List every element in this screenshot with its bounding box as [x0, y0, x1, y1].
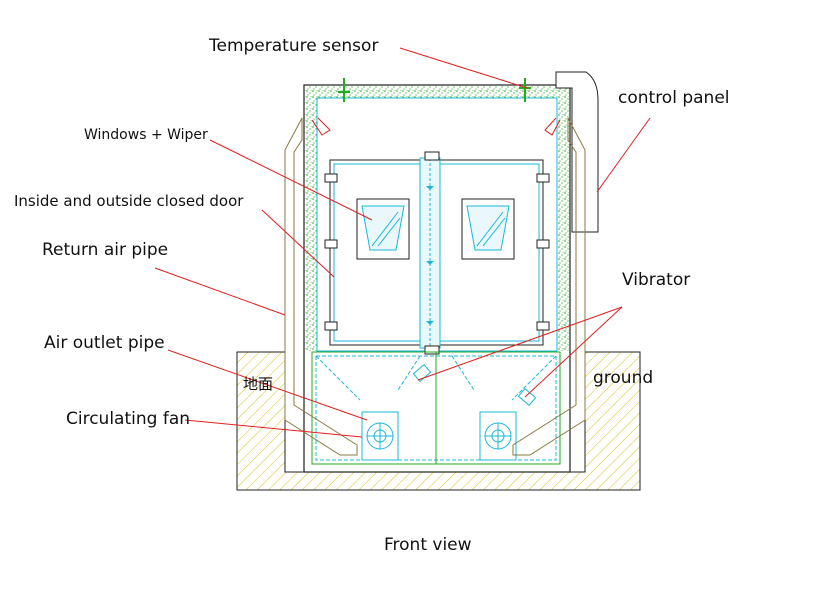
lower-chamber: [311, 351, 561, 465]
label-vibrator: Vibrator: [622, 270, 691, 290]
window-left: [356, 198, 410, 260]
circulating-fan-icon: [361, 411, 517, 461]
label-ground-cn: 地面: [243, 375, 274, 393]
window-right: [461, 198, 515, 260]
leader-lines: [154, 47, 651, 438]
label-circulating-fan: Circulating fan: [66, 409, 191, 429]
label-closed-door: Inside and outside closed door: [14, 192, 244, 210]
label-return-air-pipe: Return air pipe: [42, 240, 169, 260]
label-windows-wiper: Windows + Wiper: [84, 127, 208, 143]
vibrator-icon: [412, 363, 537, 407]
diagram-title: Front view: [384, 535, 472, 555]
label-air-outlet-pipe: Air outlet pipe: [44, 333, 165, 353]
temperature-sensor-icon: [338, 78, 531, 102]
label-ground: ground: [593, 368, 654, 388]
label-temperature-sensor: Temperature sensor: [209, 36, 379, 56]
label-control-panel: control panel: [618, 88, 730, 108]
control-panel-box: [555, 71, 599, 233]
air-outlet-pipe: [284, 315, 586, 456]
